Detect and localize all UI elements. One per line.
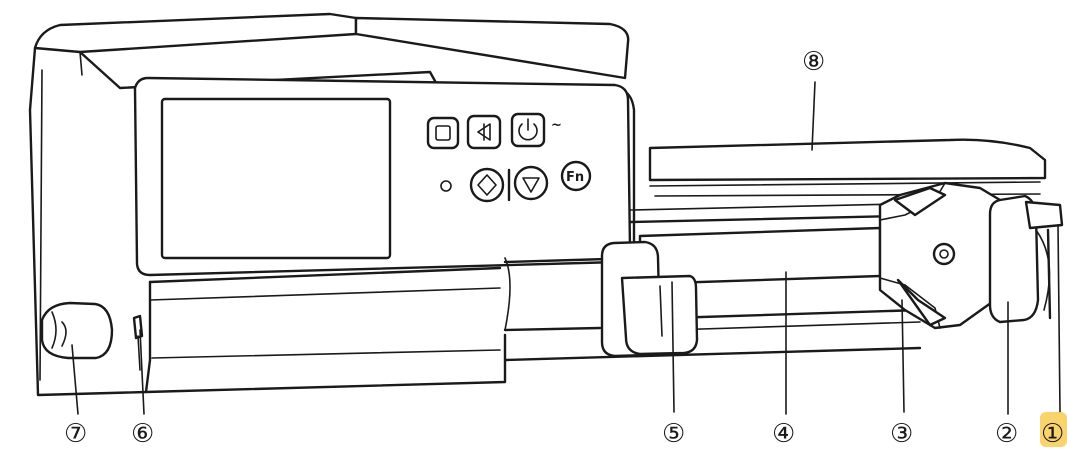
- side-knob[interactable]: [40, 301, 114, 360]
- callout-3: ③: [890, 419, 913, 447]
- rewind-button[interactable]: [466, 114, 502, 150]
- leader-line-7: [71, 344, 79, 415]
- control-panel: ~ Fn: [426, 112, 592, 203]
- lcd-screen: [160, 97, 392, 260]
- callout-5: ⑤: [662, 419, 685, 447]
- clutch-lever[interactable]: [1024, 200, 1064, 230]
- ac-power-symbol: ~: [551, 118, 562, 133]
- plunger-release-knob[interactable]: [932, 242, 956, 266]
- syringe-flange-clip[interactable]: [893, 186, 947, 217]
- callout-2: ②: [995, 419, 1018, 447]
- screen-toggle-button[interactable]: [426, 116, 460, 150]
- start-button[interactable]: [469, 167, 505, 203]
- status-indicator-light: [440, 180, 452, 192]
- callout-8: ⑧: [802, 47, 825, 77]
- syringe-clamp: [504, 240, 699, 358]
- callout-4: ④: [772, 419, 795, 447]
- pusher-assembly: [878, 181, 1064, 330]
- callout-1-highlight: [1040, 412, 1067, 447]
- leader-line-8: [811, 81, 816, 151]
- power-button[interactable]: [510, 112, 546, 148]
- syringe-tray: [503, 138, 1047, 362]
- callout-labels: ① ② ③ ④ ⑤ ⑥ ⑦ ⑧: [64, 47, 1064, 449]
- leader-line-1: [1057, 224, 1061, 413]
- fn-button-label: Fn: [566, 170, 584, 185]
- callout-6: ⑥: [131, 419, 154, 447]
- callout-1: ①: [1041, 419, 1064, 447]
- leader-lines: [71, 81, 1061, 415]
- leader-line-5: [671, 281, 675, 413]
- leader-line-6: [139, 329, 145, 415]
- callout-7: ⑦: [64, 419, 87, 447]
- fn-button[interactable]: Fn: [560, 160, 592, 192]
- pump-housing: [28, 12, 636, 397]
- stop-button[interactable]: [513, 165, 549, 201]
- leader-line-3: [901, 299, 905, 413]
